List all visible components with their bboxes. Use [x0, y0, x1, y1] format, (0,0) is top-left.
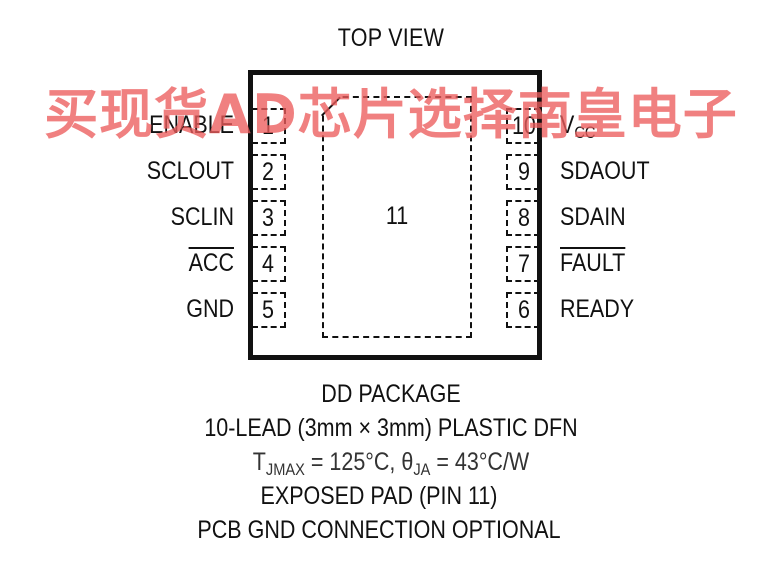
pin-label-sclout: SCLOUT: [146, 157, 234, 185]
theta-subscript: JA: [413, 460, 431, 479]
watermark-text: 买现货AD芯片选择南皇电子: [44, 83, 738, 146]
caption-desc-post: 3mm) PLASTIC DFN: [371, 414, 578, 442]
caption-package-desc: 10-LEAD (3mm × 3mm) PLASTIC DFN: [55, 414, 728, 443]
pin-9: 9: [506, 154, 540, 190]
pin-label-gnd: GND: [186, 295, 234, 323]
pin-7: 7: [506, 246, 540, 282]
pin-label-enable: ENABLE: [149, 111, 234, 139]
theta-value: = 43°C/W: [430, 448, 530, 476]
pin-label-ready: READY: [560, 295, 635, 323]
pin-5: 5: [252, 292, 286, 328]
caption-pcb-note: PCB GND CONNECTION OPTIONAL: [197, 516, 561, 544]
pin-8: 8: [506, 200, 540, 236]
pin-number: 10: [512, 112, 536, 140]
times-sign: ×: [358, 414, 372, 442]
pin-number: 1: [262, 112, 274, 140]
pin-6: 6: [506, 292, 540, 328]
pin-10: 10: [506, 108, 540, 144]
pin-label-sdaout: SDAOUT: [560, 157, 650, 185]
tjmax-symbol: T: [252, 448, 266, 476]
pin-number: 3: [262, 204, 274, 232]
pin-label-fault: FAULT: [560, 249, 625, 278]
pin-number: 8: [518, 204, 530, 232]
pin-number: 9: [518, 158, 530, 186]
pin-number: 2: [262, 158, 274, 186]
pin-label-fault-text: FAULT: [560, 249, 626, 277]
pin-label-vcc: VCC: [560, 111, 595, 143]
exposed-pad-number: 11: [385, 202, 409, 230]
pin-label-acc: ACC: [45, 249, 234, 278]
pin-4: 4: [252, 246, 286, 282]
pin-label-sdain: SDAIN: [560, 203, 626, 231]
caption-desc-pre: 10-LEAD (3mm: [204, 414, 359, 442]
theta-symbol: θ: [401, 448, 414, 476]
exposed-pad: [322, 96, 472, 338]
pin-number: 4: [262, 250, 274, 278]
pin-number: 6: [518, 296, 530, 324]
pin-label-vcc-sub: CC: [574, 123, 596, 142]
pin-3: 3: [252, 200, 286, 236]
pin-label-vcc-main: V: [560, 111, 575, 139]
diagram-title: TOP VIEW: [337, 24, 445, 52]
pin-label-sclin: SCLIN: [170, 203, 234, 231]
pin-2: 2: [252, 154, 286, 190]
package-outline: [248, 70, 542, 360]
pin-number: 7: [518, 250, 530, 278]
pin-number: 5: [262, 296, 274, 324]
tjmax-subscript: JMAX: [265, 460, 305, 479]
tjmax-value: = 125°C,: [304, 448, 402, 476]
caption-exposed-pad: EXPOSED PAD (PIN 11): [260, 482, 498, 510]
pin-1: 1: [252, 108, 286, 144]
caption-package: DD PACKAGE: [321, 380, 461, 408]
pin-label-acc-text: ACC: [188, 249, 234, 277]
caption-thermal: TJMAX = 125°C, θJA = 43°C/W: [55, 448, 728, 480]
